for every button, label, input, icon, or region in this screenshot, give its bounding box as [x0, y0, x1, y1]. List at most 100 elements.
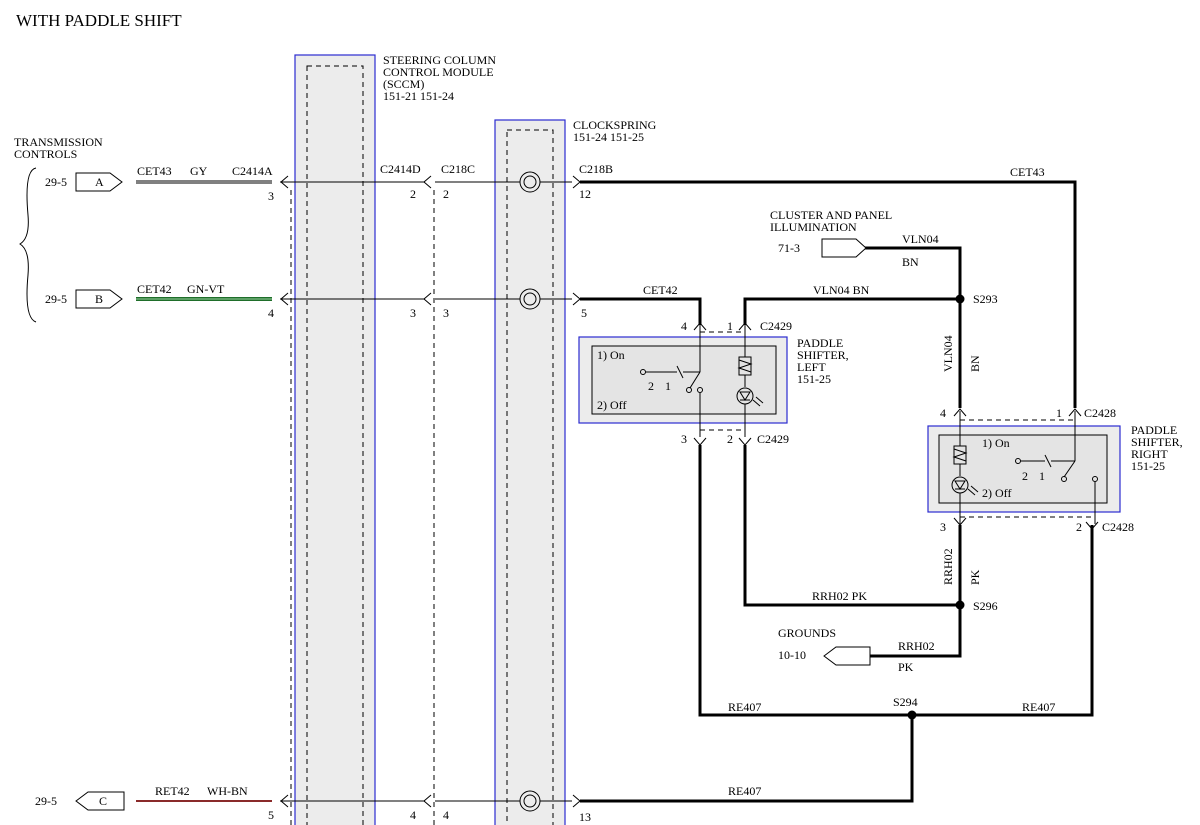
clockspring-connector: C218B	[579, 162, 613, 176]
transmission-label-1: TRANSMISSION	[14, 135, 103, 149]
wire-vln04-label: VLN04	[902, 232, 939, 246]
left-shifter-off: 2) Off	[597, 398, 626, 412]
right-shifter-connector: C2428	[1102, 520, 1134, 534]
clockspring-module: CLOCKSPRING 151-24 151-25	[494, 118, 657, 825]
connector-b-ref: 29-5	[45, 292, 67, 306]
sccm-module: STEERING COLUMN CONTROL MODULE (SCCM) 15…	[294, 53, 496, 825]
right-shifter-switch-pos: 1	[1039, 469, 1045, 483]
wire-b: CET42 GN-VT 4	[136, 282, 572, 320]
left-shifter-title: SHIFTER,	[797, 348, 849, 362]
clockspring-label-2: 151-24 151-25	[573, 130, 644, 144]
sccm-connector-1: C2414D	[380, 162, 421, 176]
wire-vln04-bn-label: VLN04 BN	[813, 283, 870, 297]
clockspring-pin: 13	[579, 810, 591, 824]
sccm-label-2: CONTROL MODULE	[383, 65, 494, 79]
right-shifter-off: 2) Off	[982, 486, 1011, 500]
wire-rrh02-label: RRH02	[898, 639, 935, 653]
connector-c	[75, 791, 125, 811]
splices	[907, 294, 965, 720]
wire-a: CET43 GY C2414A 3	[136, 164, 572, 203]
sccm-pin: 4	[410, 808, 416, 822]
sccm-pin: 4	[443, 808, 449, 822]
right-side-wires	[580, 180, 1094, 803]
left-shifter-title: PADDLE	[797, 336, 843, 350]
sccm-label-1: STEERING COLUMN	[383, 53, 496, 67]
connector-b-letter: B	[95, 292, 103, 306]
wire-vln04-vertical-label: VLN04	[941, 335, 955, 372]
wire-bn-label: BN	[902, 255, 919, 269]
wire-cet42-label: CET42	[643, 283, 678, 297]
connector-c-ref: 29-5	[35, 794, 57, 808]
wire-b-pin: 4	[268, 306, 274, 320]
cluster-connector	[821, 238, 867, 258]
wire-pk-vertical-label: PK	[968, 569, 982, 585]
left-shifter-title: LEFT	[797, 360, 826, 374]
clockspring-pin: 5	[581, 306, 587, 320]
right-paddle-shifter	[927, 408, 1121, 530]
right-shifter-title: SHIFTER,	[1131, 435, 1183, 449]
wire-a-color: GY	[190, 164, 208, 178]
wire-cet43-label: CET43	[1010, 165, 1045, 179]
clockspring-pin: 12	[579, 187, 591, 201]
sccm-pin: 3	[443, 306, 449, 320]
right-shifter-pin: 2	[1076, 520, 1082, 534]
wire-a-connector: C2414A	[232, 164, 273, 178]
grounds-ref: 10-10	[778, 648, 806, 662]
left-shifter-pin: 2	[727, 432, 733, 446]
connector-a-letter: A	[95, 175, 104, 189]
wire-a-pin: 3	[268, 189, 274, 203]
right-shifter-pin: 1	[1056, 406, 1062, 420]
wire-bn-vertical-label: BN	[968, 355, 982, 372]
right-shifter-pin: 3	[940, 520, 946, 534]
sccm-pin: 2	[410, 187, 416, 201]
connector-b	[75, 289, 123, 309]
wire-rrh02-vertical-label: RRH02	[941, 548, 955, 585]
right-shifter-title: RIGHT	[1131, 447, 1168, 461]
left-shifter-connector: C2429	[757, 432, 789, 446]
wire-c: RET42 WH-BN 5	[136, 784, 572, 822]
left-shifter-ref: 151-25	[797, 372, 831, 386]
right-shifter-connector: C2428	[1084, 406, 1116, 420]
cluster-ref: 71-3	[778, 241, 800, 255]
transmission-brace	[19, 167, 37, 323]
sccm-pin: 2	[443, 187, 449, 201]
left-paddle-shifter	[578, 322, 788, 446]
diagram-title: WITH PADDLE SHIFT	[16, 11, 182, 30]
grounds-connector	[823, 646, 871, 666]
wire-b-circuit: CET42	[137, 282, 172, 296]
wire-re407-label: RE407	[728, 784, 761, 798]
splice-s296: S296	[973, 599, 998, 613]
sccm-label-3: (SCCM)	[383, 77, 424, 91]
connector-c-letter: C	[99, 794, 107, 808]
sccm-connector-2: C218C	[441, 162, 475, 176]
clockspring-label-1: CLOCKSPRING	[573, 118, 657, 132]
connector-a-ref: 29-5	[45, 175, 67, 189]
left-shifter-pin: 3	[681, 432, 687, 446]
connector-a	[75, 172, 123, 192]
splice-s293: S293	[973, 292, 998, 306]
cluster-label-2: ILLUMINATION	[770, 220, 857, 234]
left-shifter-pin: 4	[681, 319, 687, 333]
grounds-label: GROUNDS	[778, 626, 836, 640]
wire-c-pin: 5	[268, 808, 274, 822]
left-shifter-switch-pos: 1	[665, 379, 671, 393]
right-shifter-ref: 151-25	[1131, 459, 1165, 473]
wire-re407-label: RE407	[728, 700, 761, 714]
right-shifter-switch-pos: 2	[1022, 469, 1028, 483]
wire-rrh02-pk-label: RRH02 PK	[812, 589, 867, 603]
wire-pk-label: PK	[898, 660, 914, 674]
wire-b-color: GN-VT	[187, 282, 225, 296]
left-shifter-pin: 1	[727, 319, 733, 333]
right-shifter-pin: 4	[940, 406, 946, 420]
left-shifter-switch-pos: 2	[648, 379, 654, 393]
cluster-label-1: CLUSTER AND PANEL	[770, 208, 892, 222]
left-shifter-on: 1) On	[597, 348, 625, 362]
wire-c-circuit: RET42	[155, 784, 190, 798]
sccm-label-4: 151-21 151-24	[383, 89, 454, 103]
wire-re407-label: RE407	[1022, 700, 1055, 714]
transmission-label-2: CONTROLS	[14, 147, 77, 161]
splice-s294: S294	[893, 695, 918, 709]
sccm-pin: 3	[410, 306, 416, 320]
left-shifter-connector: C2429	[760, 319, 792, 333]
